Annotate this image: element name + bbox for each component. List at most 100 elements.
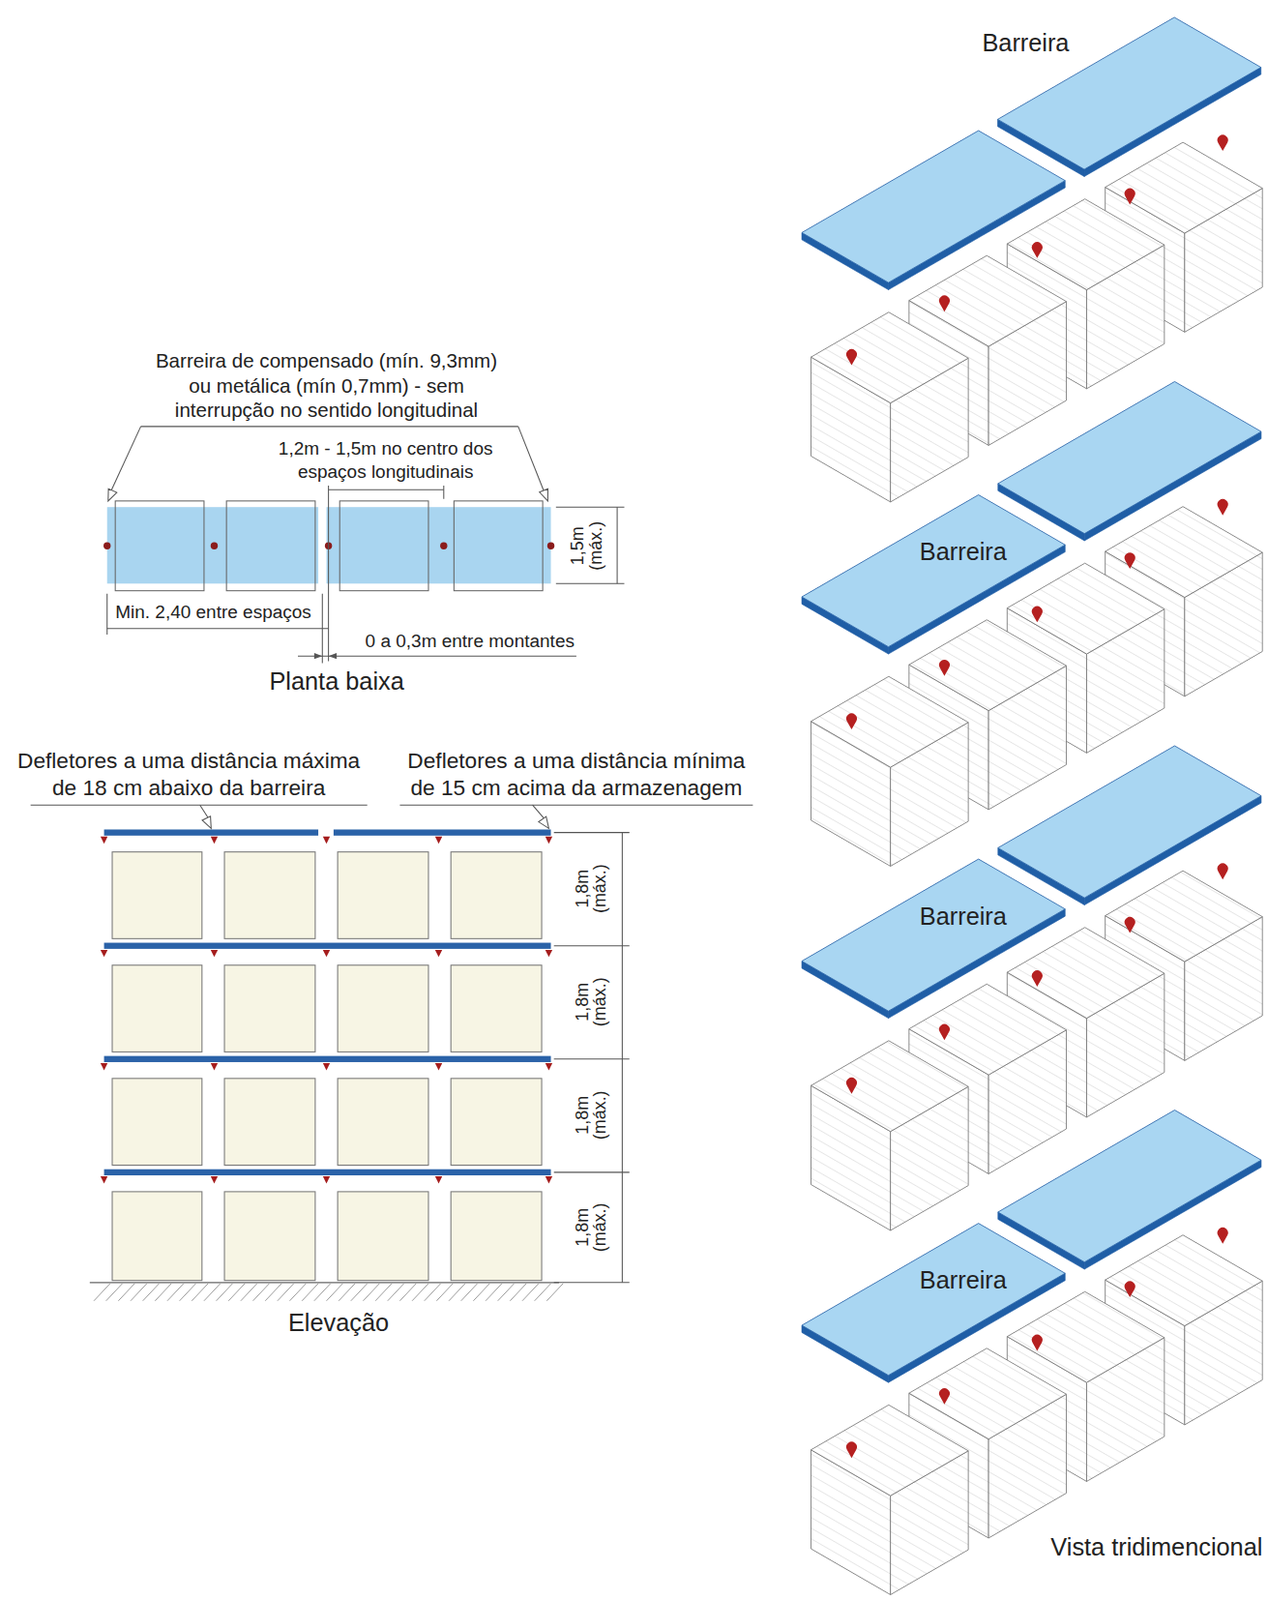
barrier-top [998,381,1262,533]
leader-arrowhead [202,816,211,829]
ground-hatch [522,1283,539,1301]
dimension-tick [554,1058,630,1060]
barrier-panel [107,506,319,584]
storage-outline [115,501,205,591]
storage-face [1006,199,1165,291]
storage-box [337,1191,429,1281]
ground-hatch [534,1283,552,1301]
dimension-label: 1,5m (máx.) [569,516,607,576]
dimension-line [617,506,619,584]
ground-hatch [472,1283,490,1301]
dimension-arrow [328,652,337,659]
barrier-top [801,858,1065,1011]
barrier-plate: Barreira [801,858,1066,1020]
dimension-label: Min. 2,40 entre espaços [115,600,312,623]
storage-box [450,852,542,940]
ground-hatch [338,1283,355,1301]
sprinkler-marker [846,1442,857,1459]
leader-line [141,425,519,427]
sprinkler-marker [846,349,857,366]
sprinkler-dot [547,542,555,550]
storage-face [1006,1291,1165,1383]
storage-box [112,852,203,940]
sprinkler-marker [1124,188,1136,206]
barrier-plate: Barreira [801,495,1066,656]
deflector-marker [210,949,218,957]
barrier-bar [333,828,552,835]
sprinkler-marker [939,1387,950,1405]
leader-line [30,804,368,806]
ground-hatch [179,1283,197,1301]
ground-hatch [290,1283,307,1301]
dimension-tick [554,831,630,833]
dimension-tick [442,485,444,500]
sprinkler-dot [210,542,218,550]
leader-arrowhead [108,488,118,502]
ground-hatch [485,1283,502,1301]
sprinkler-marker [846,712,857,730]
deflector-marker [100,949,108,957]
dimension-label: 1,8m (máx.) [573,1085,611,1145]
view-title: Elevação [288,1308,389,1338]
deflector-marker [545,836,553,844]
sprinkler-marker [1124,1280,1136,1298]
barrier-plate: Barreira [998,17,1263,178]
ground-hatch [106,1283,123,1301]
storage-face [1105,142,1264,234]
sprinkler-marker [1032,606,1043,623]
storage-box [337,852,429,940]
barrier-bar [104,1056,552,1062]
barrier-top [801,495,1065,648]
storage-box [224,852,316,940]
ground-hatch [399,1283,416,1301]
ground-hatch [240,1283,258,1301]
storage-box [450,965,542,1053]
deflector-marker [435,949,443,957]
ground-hatch [191,1283,208,1301]
deflector-marker [210,1176,218,1183]
storage-face [909,1348,1067,1440]
ground-hatch [546,1283,563,1301]
storage-box [112,1078,203,1166]
dimension-label: 1,8m (máx.) [573,858,611,918]
dimension-tick [554,1171,630,1173]
ground-line [89,1281,560,1283]
dimension-tick [556,583,625,585]
dimension-line [297,655,577,657]
storage-box [337,1078,429,1166]
storage-face [810,1040,969,1132]
ground-hatch [498,1283,515,1301]
ground-hatch [154,1283,172,1301]
storage-face [909,619,1067,711]
barrier-plate-shape [801,1223,1066,1385]
ground-hatch [228,1283,245,1301]
deflector-marker [435,836,443,844]
sprinkler-marker [1217,499,1229,516]
sprinkler-dot [440,542,447,550]
note-label: Barreira de compensado (mín. 9,3mm) ou m… [147,348,505,424]
ground-hatch [436,1283,453,1301]
storage-face [1006,927,1165,1019]
storage-outline [339,501,429,591]
deflector-marker [545,1176,553,1183]
dimension-tick [106,593,108,635]
barrier-bar [104,943,552,949]
barrier-bar [104,1169,552,1176]
sprinkler-marker [1217,1227,1229,1244]
barrier-panel [326,506,552,584]
storage-box [450,1078,542,1166]
ground-hatch [461,1283,478,1301]
barrier-plate-shape [801,495,1066,656]
storage-face [1105,1235,1264,1327]
storage-box [112,965,203,1053]
storage-face [810,312,969,404]
note-label: Defletores a uma distância mínima de 15 … [395,747,757,801]
leader-line [518,426,544,491]
ground-hatch [130,1283,148,1301]
ground-hatch [93,1283,111,1301]
dimension-label: 1,8m (máx.) [573,1197,611,1257]
plan-view [103,426,624,664]
deflector-marker [210,836,218,844]
dimension-line [107,627,329,629]
